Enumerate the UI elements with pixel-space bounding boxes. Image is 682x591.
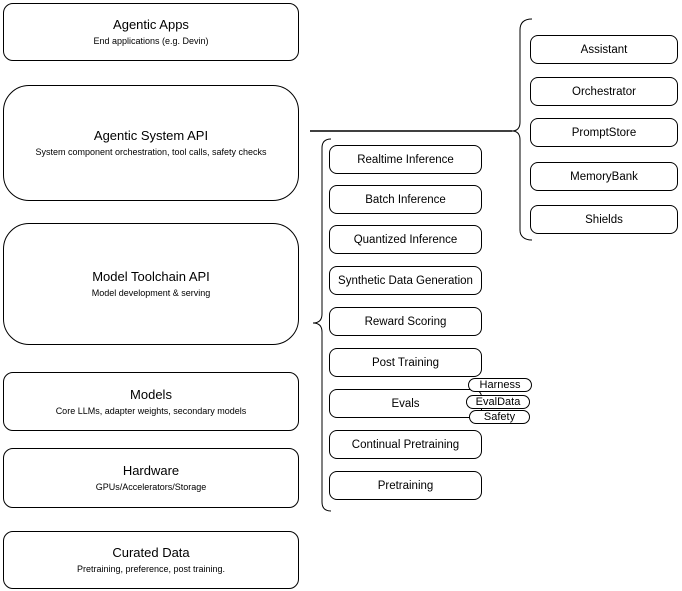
node-title: Hardware — [122, 463, 180, 478]
node-subtitle: GPUs/Accelerators/Storage — [95, 482, 207, 492]
node-title: Agentic System API — [93, 128, 209, 143]
node-pretraining: Pretraining — [329, 471, 482, 500]
node-batch-inference: Batch Inference — [329, 185, 482, 214]
node-subtitle: End applications (e.g. Devin) — [93, 36, 209, 46]
node-promptstore: PromptStore — [530, 118, 678, 147]
node-realtime-inference: Realtime Inference — [329, 145, 482, 174]
node-title: Curated Data — [112, 545, 190, 560]
node-title: Models — [130, 386, 172, 402]
tag-safety: Safety — [469, 410, 530, 424]
node-subtitle: Core LLMs, adapter weights, secondary mo… — [55, 405, 247, 416]
node-post-training: Post Training — [329, 348, 482, 377]
node-memorybank: MemoryBank — [530, 162, 678, 191]
node-agentic-system-api: Agentic System API System component orch… — [3, 85, 299, 201]
node-synthetic-data-generation: Synthetic Data Generation — [329, 266, 482, 295]
node-subtitle: System component orchestration, tool cal… — [35, 147, 267, 157]
node-reward-scoring: Reward Scoring — [329, 307, 482, 336]
node-models: Models Core LLMs, adapter weights, secon… — [3, 372, 299, 431]
node-model-toolchain-api: Model Toolchain API Model development & … — [3, 223, 299, 345]
tag-evaldata: EvalData — [466, 395, 530, 409]
node-curated-data: Curated Data Pretraining, preference, po… — [3, 531, 299, 589]
node-continual-pretraining: Continual Pretraining — [329, 430, 482, 459]
node-agentic-apps: Agentic Apps End applications (e.g. Devi… — [3, 3, 299, 61]
node-title: Model Toolchain API — [92, 269, 210, 284]
node-orchestrator: Orchestrator — [530, 77, 678, 106]
node-title: Agentic Apps — [113, 17, 189, 32]
node-shields: Shields — [530, 205, 678, 234]
node-subtitle: Model development & serving — [91, 288, 211, 298]
tag-harness: Harness — [468, 378, 532, 392]
node-evals: Evals — [329, 389, 482, 418]
node-quantized-inference: Quantized Inference — [329, 225, 482, 254]
components-bracket — [511, 18, 533, 241]
node-assistant: Assistant — [530, 35, 678, 64]
node-hardware: Hardware GPUs/Accelerators/Storage — [3, 448, 299, 508]
node-subtitle: Pretraining, preference, post training. — [76, 564, 226, 574]
